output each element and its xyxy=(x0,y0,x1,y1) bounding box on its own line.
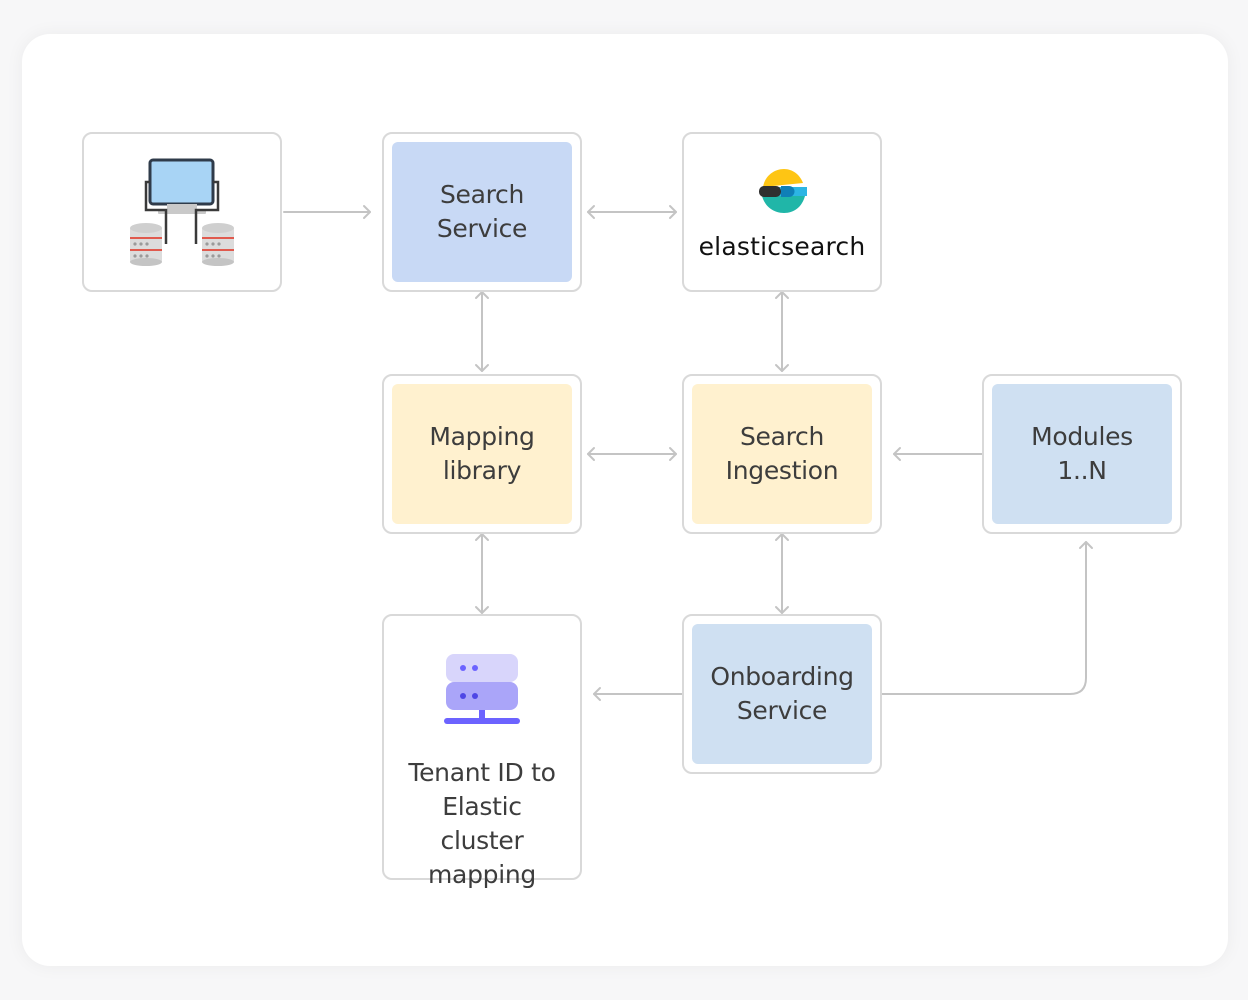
edge-onboarding-to-tenant-mapping xyxy=(593,687,683,701)
search-ingestion-node: Search Ingestion xyxy=(682,374,882,534)
elasticsearch-logo-icon xyxy=(759,169,807,213)
computer-with-databases-icon xyxy=(130,158,234,266)
search-ingestion-label: Search Ingestion xyxy=(725,422,839,485)
mapping-library-box: Mapping library xyxy=(392,384,572,524)
client-node xyxy=(82,132,282,292)
edge-elasticsearch-search-ingestion xyxy=(775,291,789,372)
modules-node: Modules 1..N xyxy=(982,374,1182,534)
search-service-box: Search Service xyxy=(392,142,572,282)
tenant-mapping-label: Tenant ID to Elastic cluster mapping xyxy=(408,758,556,889)
search-service-label: Search Service xyxy=(436,180,528,243)
modules-box: Modules 1..N xyxy=(992,384,1172,524)
server-icon xyxy=(444,654,520,724)
onboarding-service-node: Onboarding Service xyxy=(682,614,882,774)
edge-search-service-mapping-library xyxy=(475,291,489,372)
search-service-node: Search Service xyxy=(382,132,582,292)
edge-client-to-search-service xyxy=(283,205,371,219)
elasticsearch-wordmark: elasticsearch xyxy=(698,232,866,261)
mapping-library-node: Mapping library xyxy=(382,374,582,534)
search-ingestion-box: Search Ingestion xyxy=(692,384,872,524)
onboarding-service-box: Onboarding Service xyxy=(692,624,872,764)
elasticsearch-node: elasticsearch xyxy=(682,132,882,292)
modules-label: Modules 1..N xyxy=(1031,422,1133,485)
edge-mapping-library-tenant-mapping xyxy=(475,533,489,614)
onboarding-service-label: Onboarding Service xyxy=(710,662,854,725)
edge-mapping-library-search-ingestion xyxy=(587,447,677,461)
tenant-mapping-node: Tenant ID to Elastic cluster mapping xyxy=(382,614,582,889)
edge-modules-to-search-ingestion xyxy=(893,447,983,461)
edge-onboarding-to-modules xyxy=(881,541,1093,695)
edge-search-service-elasticsearch xyxy=(587,205,677,219)
mapping-library-label: Mapping library xyxy=(429,422,535,485)
edge-search-ingestion-onboarding-service xyxy=(775,533,789,614)
